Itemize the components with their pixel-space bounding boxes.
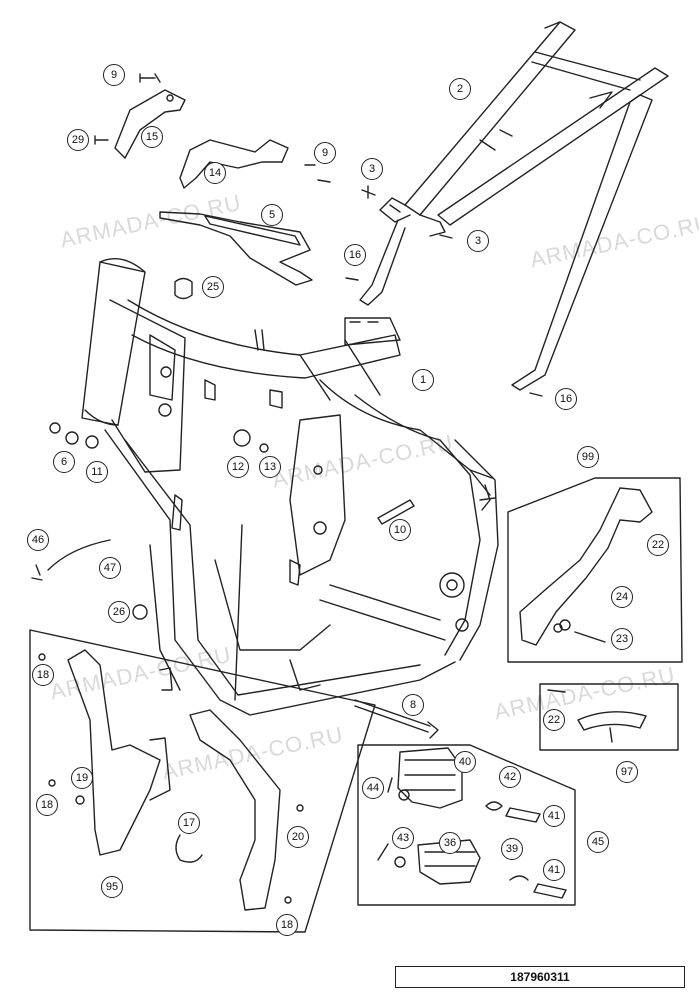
callout-29: 29 [67,129,89,151]
callout-39: 39 [501,838,523,860]
callout-41: 41 [543,805,565,827]
callout-42: 42 [499,766,521,788]
callout-46: 46 [27,529,49,551]
group-outline [539,683,679,751]
callout-18: 18 [276,914,298,936]
callout-22: 22 [647,534,669,556]
diagram-code-label: 187960311 [395,966,685,988]
callout-20: 20 [287,826,309,848]
callout-43: 43 [392,827,414,849]
footrest-part [417,839,481,885]
callout-22: 22 [543,709,565,731]
callout-11: 11 [86,461,108,483]
callout-17: 17 [178,812,200,834]
frame-guard-left [67,649,161,856]
group-outline [29,629,376,933]
callout-41: 41 [543,859,565,881]
frame-guard-right [189,709,281,911]
callout-36: 36 [439,832,461,854]
bracket-part [114,89,186,159]
callout-44: 44 [362,777,384,799]
bracket-part [159,211,313,286]
callout-2: 2 [449,78,471,100]
callout-1: 1 [412,369,434,391]
subframe-part [359,21,669,391]
callout-12: 12 [227,456,249,478]
group-outline [507,477,683,663]
callout-13: 13 [259,456,281,478]
group-outline [357,744,576,906]
callout-16: 16 [344,244,366,266]
callout-6: 6 [53,451,75,473]
callout-24: 24 [611,586,633,608]
callout-15: 15 [141,126,163,148]
callout-5: 5 [261,204,283,226]
callout-95: 95 [101,876,123,898]
callout-18: 18 [32,664,54,686]
footrest-part [397,747,463,809]
callout-10: 10 [389,519,411,541]
callout-26: 26 [108,601,130,623]
main-frame-part [81,258,499,716]
callout-18: 18 [36,794,58,816]
chain-guide-part [519,487,653,646]
callout-3: 3 [361,158,383,180]
callout-9: 9 [103,64,125,86]
callout-25: 25 [202,276,224,298]
callout-8: 8 [402,694,424,716]
callout-97: 97 [616,761,638,783]
callout-23: 23 [611,628,633,650]
callout-19: 19 [71,767,93,789]
callout-45: 45 [587,831,609,853]
callout-16: 16 [555,388,577,410]
callout-3: 3 [467,230,489,252]
callout-47: 47 [99,557,121,579]
callout-99: 99 [577,446,599,468]
callout-9: 9 [314,142,336,164]
bracket-part [179,139,289,189]
callout-40: 40 [454,751,476,773]
callout-14: 14 [204,162,226,184]
